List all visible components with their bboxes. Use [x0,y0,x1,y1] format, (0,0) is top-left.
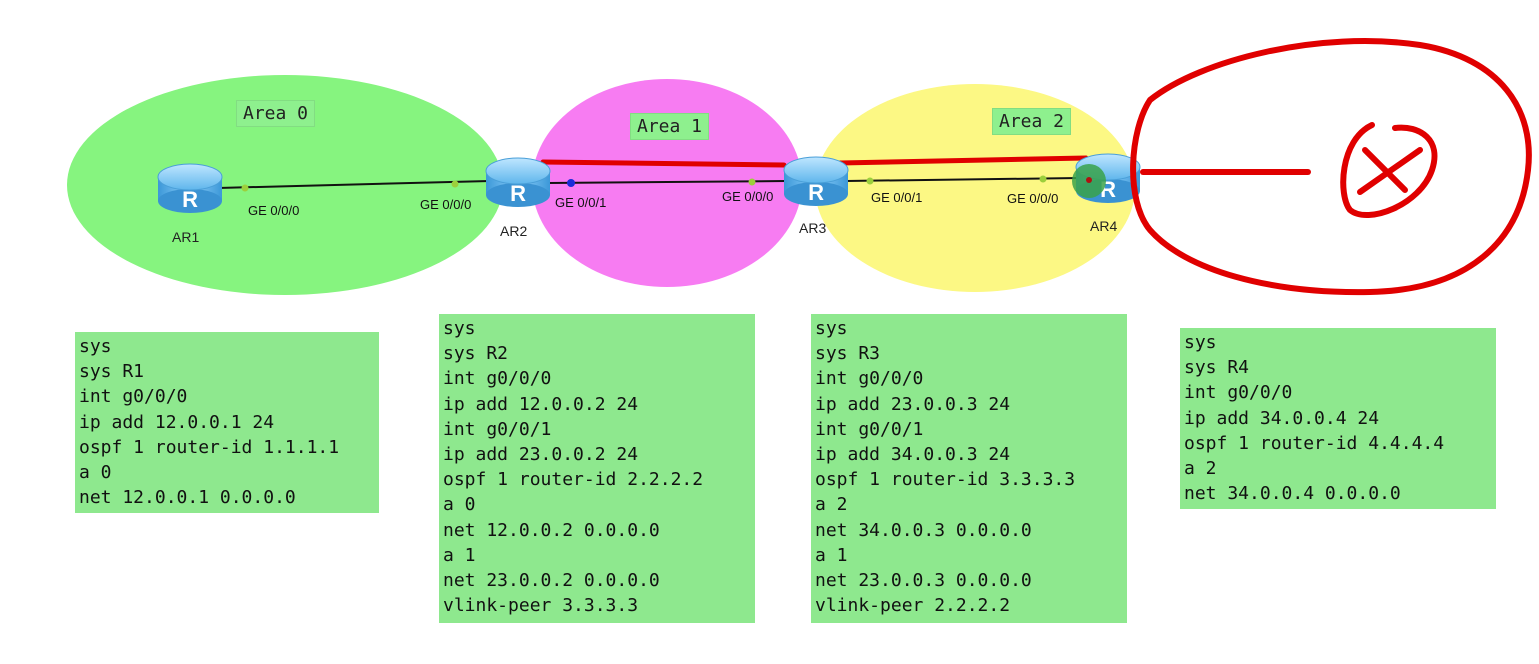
svg-text:R: R [182,187,198,212]
config-line: ip add 34.0.0.3 24 [815,444,1011,466]
router-name: AR2 [500,223,528,239]
config-line: net 12.0.0.1 0.0.0.0 [79,487,296,509]
config-line: sys [815,318,848,339]
virtual-link-highlight [540,159,787,168]
port-label: GE 0/0/0 [248,203,300,218]
port-label: GE 0/0/1 [555,195,607,210]
config-line: a 2 [815,494,848,516]
config-line: net 23.0.0.3 0.0.0.0 [815,570,1032,592]
port-dot [451,180,459,188]
port-label: GE 0/0/0 [1007,191,1059,206]
config-line: a 2 [1184,458,1217,480]
config-line: net 23.0.0.2 0.0.0.0 [443,570,660,592]
config-line: int g0/0/0 [443,368,552,390]
config-line: int g0/0/0 [1184,382,1293,404]
cursor-dot [1086,177,1092,183]
router-name: AR3 [799,220,827,236]
router-name: AR1 [172,229,200,245]
config-line: ip add 23.0.0.3 24 [815,393,1011,415]
config-line: int g0/0/0 [79,386,188,408]
config-line: sys [79,336,112,357]
config-line: net 34.0.0.3 0.0.0.0 [815,519,1032,541]
area-2-zone [815,84,1135,292]
router-icon[interactable]: R [157,163,223,213]
port-label: GE 0/0/0 [420,197,472,212]
config-line: ip add 34.0.0.4 24 [1184,407,1380,429]
config-line: net 34.0.0.4 0.0.0.0 [1184,483,1401,505]
router-name: AR4 [1090,218,1118,234]
hand-drawn-x-circle [1340,122,1438,218]
config-line: ospf 1 router-id 3.3.3.3 [815,469,1076,491]
hand-drawn-circle [1130,38,1532,296]
config-r1: sys sys R1 int g0/0/0 ip add 12.0.0.1 24 osp… [75,332,379,513]
config-line: ospf 1 router-id 1.1.1.1 [79,436,340,458]
port-dot [1039,175,1047,183]
router-icon[interactable]: R [783,156,849,206]
port-label: GE 0/0/1 [871,190,923,205]
config-line: sys R3 [815,343,881,365]
config-line: sys R1 [79,361,145,383]
area-0-label: Area 0 [236,100,316,127]
link-ar2-ar3 [547,180,787,184]
config-line: a 0 [79,462,112,484]
config-line: ip add 23.0.0.2 24 [443,444,639,466]
area-1-label: Area 1 [630,113,710,140]
link-ar1-ar2 [217,180,491,189]
config-line: int g0/0/1 [815,418,924,440]
config-line: ospf 1 router-id 4.4.4.4 [1184,432,1445,454]
config-line: a 0 [443,494,476,516]
config-line: a 1 [443,544,476,566]
virtual-link-highlight [837,155,1089,166]
hand-drawn-x [1357,147,1423,195]
config-r3: sys sys R3 int g0/0/0 ip add 23.0.0.3 24 int… [811,314,1127,623]
port-dot [241,184,249,192]
port-dot [866,177,874,185]
svg-text:R: R [510,181,526,206]
router-icon[interactable]: R [485,157,551,207]
config-line: ip add 12.0.0.1 24 [79,411,275,433]
config-line: sys R2 [443,343,509,365]
area-2-label: Area 2 [992,108,1072,135]
config-line: int g0/0/1 [443,418,552,440]
config-line: vlink-peer 3.3.3.3 [443,595,639,617]
config-line: a 1 [815,544,848,566]
svg-text:R: R [808,180,824,205]
port-dot [748,178,756,186]
config-line: sys R4 [1184,357,1250,379]
config-line: int g0/0/0 [815,368,924,390]
config-line: sys [443,318,476,339]
config-line: ip add 12.0.0.2 24 [443,393,639,415]
config-line: sys [1184,332,1217,353]
hand-drawn-x [1362,147,1408,193]
config-line: ospf 1 router-id 2.2.2.2 [443,469,704,491]
config-r2: sys sys R2 int g0/0/0 ip add 12.0.0.2 24 int… [439,314,755,623]
port-dot-active [567,179,575,187]
config-line: vlink-peer 2.2.2.2 [815,595,1011,617]
config-line: net 12.0.0.2 0.0.0.0 [443,519,660,541]
port-label: GE 0/0/0 [722,189,774,204]
config-r4: sys sys R4 int g0/0/0 ip add 34.0.0.4 24 osp… [1180,328,1496,509]
area-0-zone [67,75,503,295]
